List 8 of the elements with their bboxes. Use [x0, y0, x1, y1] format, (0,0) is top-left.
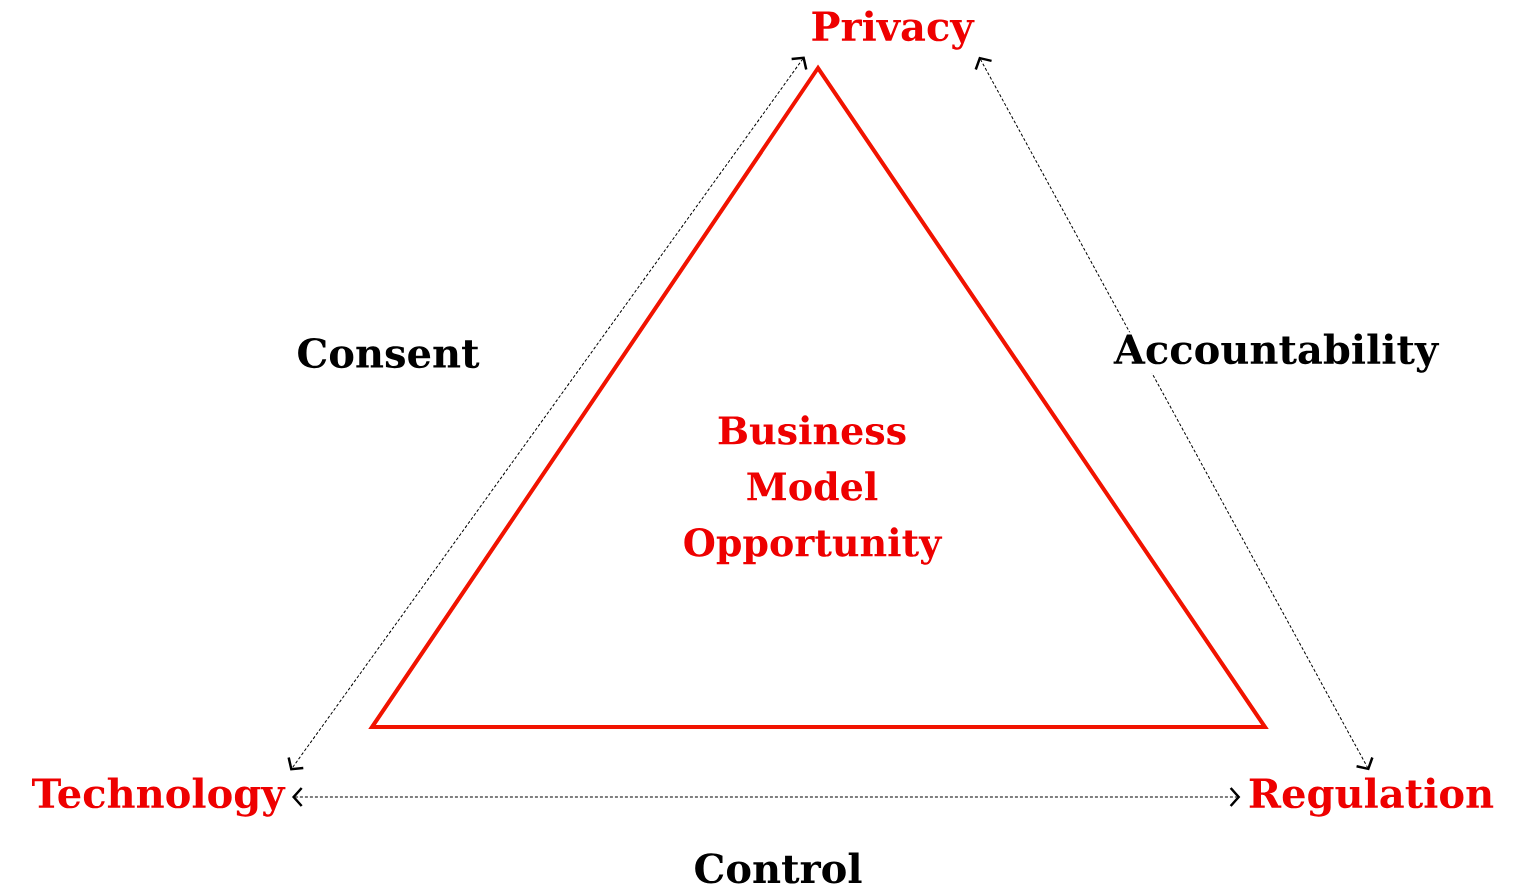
edge-label: Control [692, 851, 864, 885]
arrow [974, 56, 1374, 771]
edge-label: Accountability [1112, 332, 1440, 374]
arrow [287, 56, 808, 771]
node-label: Technology [32, 777, 286, 817]
node-label: Regulation [1249, 777, 1494, 817]
node-label: Privacy [812, 10, 975, 50]
arrow [292, 787, 1241, 807]
